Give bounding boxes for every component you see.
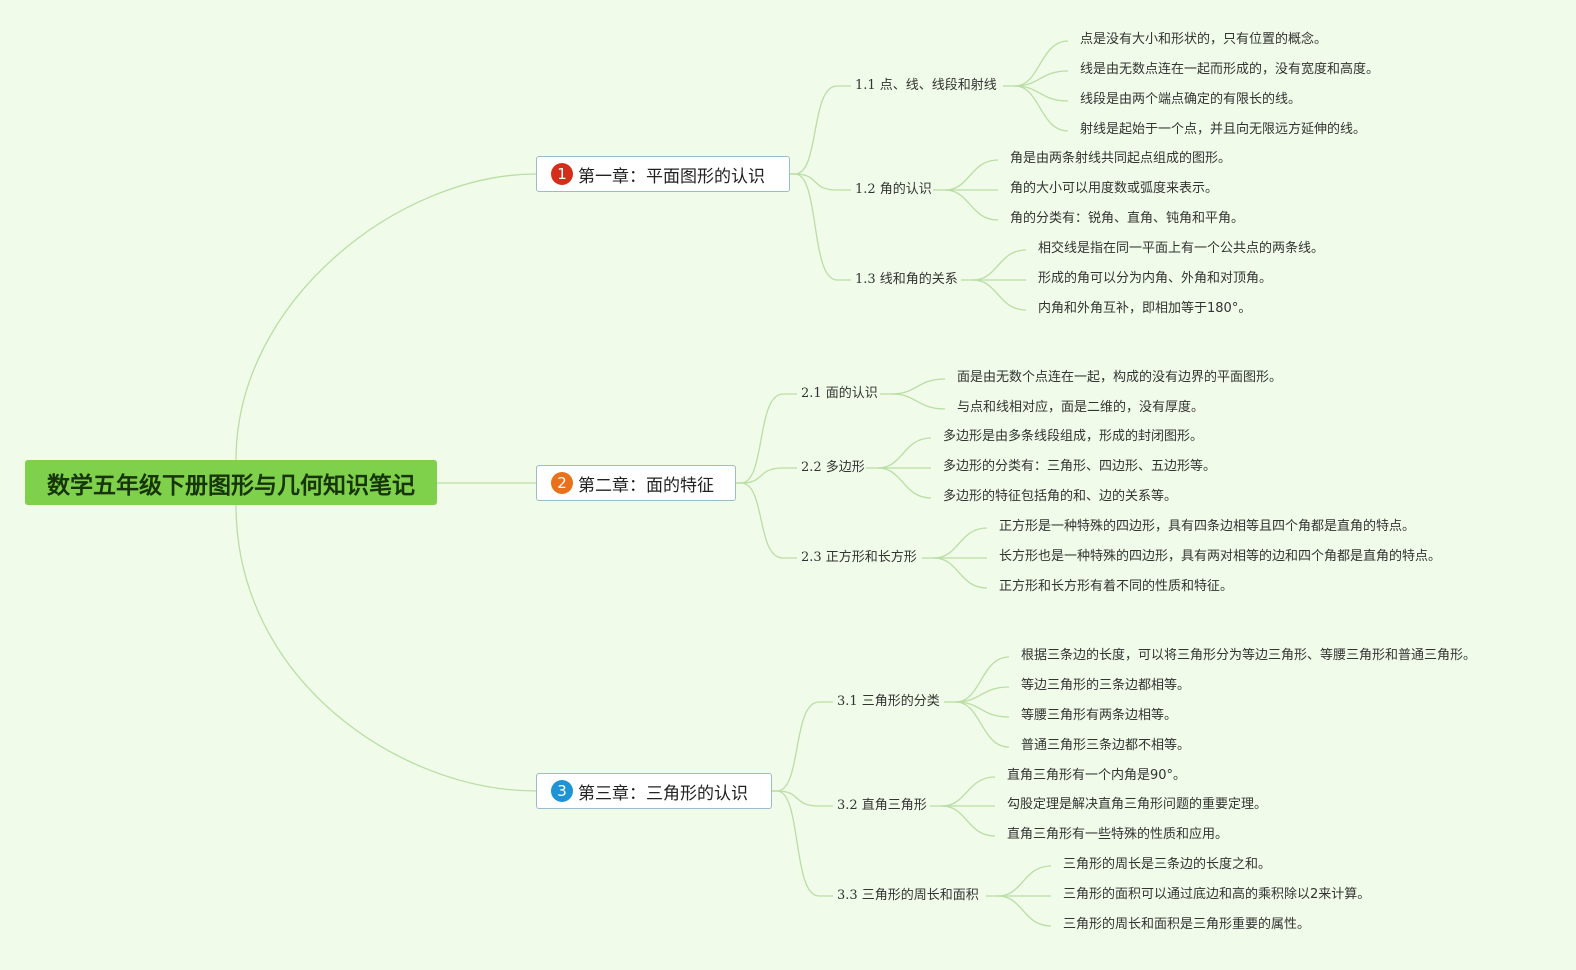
section-1-1-leaf-1-connector [1014,40,1069,87]
leaf-1-3-2[interactable]: 形成的角可以分为内角、外角和对顶角。 [1038,271,1273,286]
section-1-1-leaf-4-connector [1014,85,1069,132]
section-3-2-topic[interactable]: 3.2 直角三角形 [837,798,927,813]
leaf-3-3-2[interactable]: 三角形的面积可以通过底边和高的乘积除以2来计算。 [1063,887,1371,902]
leaf-3-1-3[interactable]: 等腰三角形有两条边相等。 [1021,708,1178,723]
section-1-2-leaf-3-connector [944,189,999,221]
chapter-2-to-section-2-connector [736,467,797,484]
chapter-3-title: 第三章：三角形的认识 [578,783,748,804]
leaf-3-1-1[interactable]: 根据三条边的长度，可以将三角形分为等边三角形、等腰三角形和普通三角形。 [1021,648,1477,663]
chapter-2-to-section-1-connector [736,393,797,484]
leaf-3-3-3[interactable]: 三角形的周长和面积是三角形重要的属性。 [1063,917,1311,932]
chapter-1-to-section-3-connector [790,173,851,281]
leaf-2-2-3[interactable]: 多边形的特征包括角的和、边的关系等。 [943,489,1178,504]
leaf-3-2-1[interactable]: 直角三角形有一个内角是90°。 [1007,768,1187,783]
section-3-2-leaf-1-connector [941,776,996,807]
leaf-3-1-2[interactable]: 等边三角形的三条边都相等。 [1021,678,1191,693]
section-3-3-leaf-1-connector [997,865,1052,897]
chapter-1-to-section-1-connector [790,85,851,175]
leaf-2-2-2[interactable]: 多边形的分类有：三角形、四边形、五边形等。 [943,459,1217,474]
leaf-1-3-3[interactable]: 内角和外角互补，即相加等于180°。 [1038,301,1252,316]
section-2-2-topic[interactable]: 2.2 多边形 [801,460,865,475]
section-3-3-topic[interactable]: 3.3 三角形的周长和面积 [837,888,979,903]
section-1-2-leaf-1-connector [944,159,999,191]
leaf-1-3-1[interactable]: 相交线是指在同一平面上有一个公共点的两条线。 [1038,241,1325,256]
section-3-1-leaf-1-connector [955,656,1010,703]
section-2-1-topic[interactable]: 2.1 面的认识 [801,386,878,401]
leaf-1-1-3[interactable]: 线段是由两个端点确定的有限长的线。 [1080,92,1302,107]
section-2-1-leaf-1-connector [891,378,946,395]
root-to-chapter-3-connector [235,504,537,792]
root-topic[interactable]: 数学五年级下册图形与几何知识笔记 [25,460,437,505]
section-2-2-leaf-1-connector [877,437,932,469]
leaf-3-1-4[interactable]: 普通三角形三条边都不相等。 [1021,738,1191,753]
leaf-2-3-2[interactable]: 长方形也是一种特殊的四边形，具有两对相等的边和四个角都是直角的特点。 [999,549,1442,564]
section-2-3-topic[interactable]: 2.3 正方形和长方形 [801,550,917,565]
leaf-1-2-2[interactable]: 角的大小可以用度数或弧度来表示。 [1010,181,1219,196]
chapter-3-to-section-3-connector [772,790,833,897]
section-1-3-leaf-1-connector [972,249,1027,281]
leaf-1-1-2[interactable]: 线是由无数点连在一起而形成的，没有宽度和高度。 [1080,62,1380,77]
section-3-2-leaf-3-connector [941,805,996,837]
section-2-2-leaf-3-connector [877,467,932,499]
leaf-3-2-3[interactable]: 直角三角形有一些特殊的性质和应用。 [1007,827,1229,842]
chapter-2-number-badge: 2 [551,472,573,494]
chapter-1-number-badge: 1 [551,163,573,185]
leaf-2-3-3[interactable]: 正方形和长方形有着不同的性质和特征。 [999,579,1234,594]
section-2-3-leaf-3-connector [933,557,988,589]
section-2-3-leaf-1-connector [933,527,988,559]
section-1-3-leaf-3-connector [972,279,1027,311]
leaf-2-1-1[interactable]: 面是由无数个点连在一起，构成的没有边界的平面图形。 [957,370,1283,385]
section-3-3-leaf-3-connector [997,895,1052,927]
leaf-1-2-3[interactable]: 角的分类有：锐角、直角、钝角和平角。 [1010,211,1245,226]
section-1-3-topic[interactable]: 1.3 线和角的关系 [855,272,958,287]
leaf-1-2-1[interactable]: 角是由两条射线共同起点组成的图形。 [1010,151,1232,166]
leaf-1-1-1[interactable]: 点是没有大小和形状的，只有位置的概念。 [1080,32,1328,47]
chapter-3-to-section-2-connector [772,790,833,807]
chapter-1-title: 第一章：平面图形的认识 [578,166,765,187]
section-2-1-leaf-2-connector [891,393,946,410]
section-3-1-topic[interactable]: 3.1 三角形的分类 [837,694,940,709]
leaf-2-3-1[interactable]: 正方形是一种特殊的四边形，具有四条边相等且四个角都是直角的特点。 [999,519,1416,534]
leaf-2-2-1[interactable]: 多边形是由多条线段组成，形成的封闭图形。 [943,429,1204,444]
leaf-1-1-4[interactable]: 射线是起始于一个点，并且向无限远方延伸的线。 [1080,122,1367,137]
section-1-2-topic[interactable]: 1.2 角的认识 [855,182,932,197]
leaf-3-3-1[interactable]: 三角形的周长是三条边的长度之和。 [1063,857,1272,872]
chapter-3-number-badge: 3 [551,780,573,802]
chapter-2-title: 第二章：面的特征 [578,475,714,496]
leaf-2-1-2[interactable]: 与点和线相对应，面是二维的，没有厚度。 [957,400,1205,415]
chapter-3-to-section-1-connector [772,701,833,792]
chapter-2-to-section-3-connector [736,482,797,559]
section-1-1-topic[interactable]: 1.1 点、线、线段和射线 [855,78,997,93]
section-1-1-leaf-2-connector [1014,70,1069,87]
section-3-1-leaf-4-connector [955,701,1010,748]
root-to-chapter-1-connector [235,173,537,461]
chapter-1-to-section-2-connector [790,173,851,191]
section-3-1-leaf-2-connector [955,686,1010,703]
leaf-3-2-2[interactable]: 勾股定理是解决直角三角形问题的重要定理。 [1007,797,1268,812]
